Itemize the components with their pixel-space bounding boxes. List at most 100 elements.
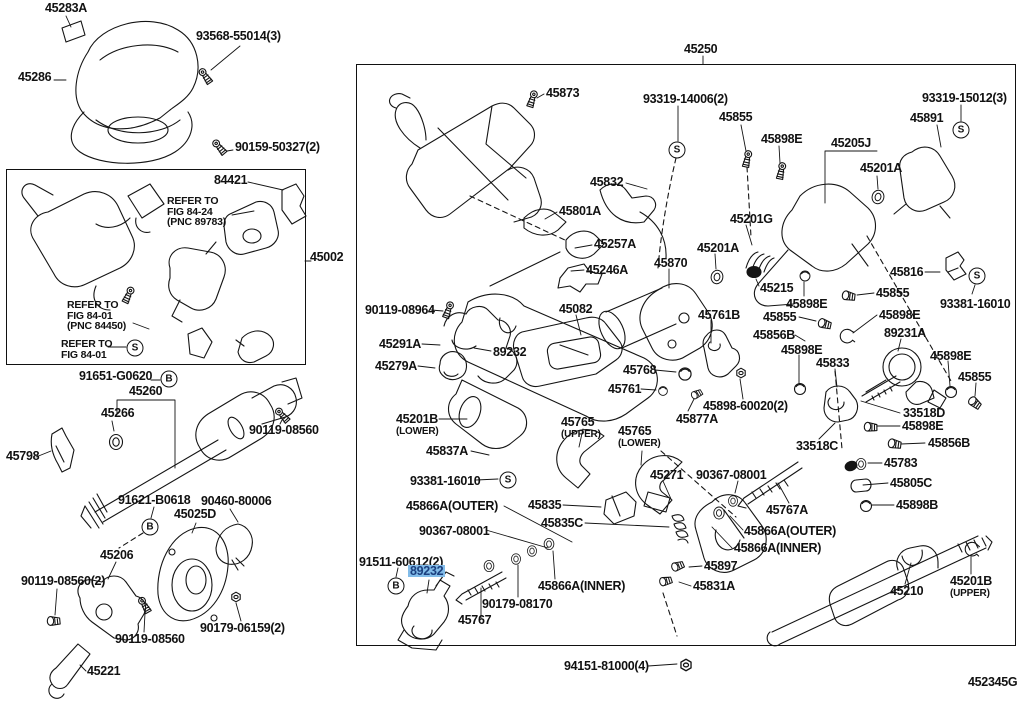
part-label-45201A-2[interactable]: 45201A: [697, 241, 739, 255]
part-label-33518D[interactable]: 33518D: [903, 406, 945, 420]
part-label-90159-50327-2[interactable]: 90159-50327(2): [235, 140, 320, 154]
part-label-45833[interactable]: 45833: [816, 356, 850, 370]
part-label-45246A[interactable]: 45246A: [586, 263, 628, 277]
part-label-45831A[interactable]: 45831A: [693, 579, 735, 593]
part-label-45765-upper[interactable]: 45765(UPPER): [561, 415, 601, 440]
part-label-45798[interactable]: 45798: [6, 449, 40, 463]
part-label-45205J[interactable]: 45205J: [831, 136, 871, 150]
part-label-45856B-1[interactable]: 45856B: [753, 328, 795, 342]
part-label-45897[interactable]: 45897: [704, 559, 738, 573]
part-label-45898-60020-2[interactable]: 45898-60020(2): [703, 399, 788, 413]
part-label-89232-selected[interactable]: 89232: [408, 564, 446, 578]
part-label-90119-08964[interactable]: 90119-08964: [365, 303, 435, 317]
circled-letter-s-93319-15012: S: [952, 121, 970, 139]
part-label-45082[interactable]: 45082: [559, 302, 593, 316]
part-label-45866A-inner-r[interactable]: 45866A(INNER): [734, 541, 822, 555]
part-label-45210[interactable]: 45210: [890, 584, 924, 598]
part-label-93319-15012-3[interactable]: 93319-15012(3): [922, 91, 1007, 105]
part-label-93319-14006-2[interactable]: 93319-14006(2): [643, 92, 728, 106]
part-label-90367-08001-r[interactable]: 90367-08001: [696, 468, 767, 482]
part-label-45877A[interactable]: 45877A: [676, 412, 718, 426]
part-label-45898E-1[interactable]: 45898E: [761, 132, 803, 146]
column-center-art: [438, 283, 947, 493]
part-label-45250[interactable]: 45250: [684, 42, 718, 56]
part-label-45898B[interactable]: 45898B: [896, 498, 938, 512]
part-label-45201G[interactable]: 45201G: [730, 212, 773, 226]
part-label-45898E-4[interactable]: 45898E: [781, 343, 823, 357]
part-label-90179-08170[interactable]: 90179-08170: [482, 597, 553, 611]
part-label-45856B-2[interactable]: 45856B: [928, 436, 970, 450]
part-label-94151-81000-4[interactable]: 94151-81000(4): [564, 659, 649, 673]
part-label-45873[interactable]: 45873: [546, 86, 580, 100]
part-label-45891[interactable]: 45891: [910, 111, 944, 125]
part-label-45866A-outer-r[interactable]: 45866A(OUTER): [744, 524, 836, 538]
part-label-45279A[interactable]: 45279A: [375, 359, 417, 373]
circled-letter-s-93381-left: S: [499, 471, 517, 489]
part-label-45201B-lower[interactable]: 45201B(LOWER): [396, 412, 439, 437]
part-label-45805C[interactable]: 45805C: [890, 476, 932, 490]
part-label-45765-lower[interactable]: 45765(LOWER): [618, 424, 661, 449]
part-label-45761[interactable]: 45761: [608, 382, 642, 396]
part-label-45898E-6[interactable]: 45898E: [902, 419, 944, 433]
part-label-45206[interactable]: 45206: [100, 548, 134, 562]
part-label-45271[interactable]: 45271: [650, 468, 684, 482]
part-label-91651-G0620[interactable]: 91651-G0620: [79, 369, 153, 383]
part-label-90119-08560-2[interactable]: 90119-08560(2): [21, 574, 106, 588]
part-label-90119-08560-a[interactable]: 90119-08560: [249, 423, 319, 437]
part-label-45866A-inner-c[interactable]: 45866A(INNER): [538, 579, 626, 593]
part-label-84421[interactable]: 84421: [214, 173, 248, 187]
part-label-45266[interactable]: 45266: [101, 406, 135, 420]
part-label-45257A[interactable]: 45257A: [594, 237, 636, 251]
part-label-45898E-2[interactable]: 45898E: [786, 297, 828, 311]
part-label-45291A[interactable]: 45291A: [379, 337, 421, 351]
main-shaft-art: [50, 377, 303, 529]
part-label-45816[interactable]: 45816: [890, 265, 924, 279]
column-upper-art: [388, 93, 967, 307]
part-label-45025D[interactable]: 45025D: [174, 507, 216, 521]
steering-column-cover-art: [61, 20, 199, 164]
part-label-93381-16010-l[interactable]: 93381-16010: [410, 474, 481, 488]
part-label-45283A[interactable]: 45283A: [45, 1, 87, 15]
part-label-45002[interactable]: 45002: [310, 250, 344, 264]
part-label-45835[interactable]: 45835: [528, 498, 562, 512]
part-label-45855-3[interactable]: 45855: [763, 310, 797, 324]
part-label-90367-08001-l[interactable]: 90367-08001: [419, 524, 490, 538]
part-label-45260[interactable]: 45260: [129, 384, 163, 398]
lower-joint-art: [48, 523, 253, 699]
part-label-93568-55014-3[interactable]: 93568-55014(3): [196, 29, 281, 43]
part-label-45221[interactable]: 45221: [87, 664, 121, 678]
part-label-45801A[interactable]: 45801A: [559, 204, 601, 218]
part-label-45855-2[interactable]: 45855: [876, 286, 910, 300]
part-label-89231A[interactable]: 89231A: [884, 326, 926, 340]
part-label-45768[interactable]: 45768: [623, 363, 657, 377]
part-label-90179-06159-2[interactable]: 90179-06159(2): [200, 621, 285, 635]
part-label-45767[interactable]: 45767: [458, 613, 492, 627]
part-label-45870[interactable]: 45870: [654, 256, 688, 270]
part-label-45866A-outer-l[interactable]: 45866A(OUTER): [406, 499, 498, 513]
part-label-45286[interactable]: 45286: [18, 70, 52, 84]
part-label-89232-plain[interactable]: 89232: [493, 345, 527, 359]
part-label-45832[interactable]: 45832: [590, 175, 624, 189]
part-label-45898E-5[interactable]: 45898E: [930, 349, 972, 363]
part-label-93381-16010-r[interactable]: 93381-16010: [940, 297, 1011, 311]
part-label-45837A[interactable]: 45837A: [426, 444, 468, 458]
part-label-91621-B0618[interactable]: 91621-B0618: [118, 493, 191, 507]
part-label-45855-1[interactable]: 45855: [719, 110, 753, 124]
main-assembly-box: [356, 64, 1016, 646]
part-label-45767A[interactable]: 45767A: [766, 503, 808, 517]
part-label-45215[interactable]: 45215: [760, 281, 794, 295]
part-label-45835C[interactable]: 45835C: [541, 516, 583, 530]
part-label-45855-4[interactable]: 45855: [958, 370, 992, 384]
circled-letter-s-refer-84-01: S: [126, 339, 144, 357]
part-label-45898E-3[interactable]: 45898E: [879, 308, 921, 322]
part-label-45783[interactable]: 45783: [884, 456, 918, 470]
part-label-45201B-upper[interactable]: 45201B(UPPER): [950, 574, 992, 599]
part-label-45761B[interactable]: 45761B: [698, 308, 740, 322]
part-label-33518C[interactable]: 33518C: [796, 439, 838, 453]
part-label-90460-80006[interactable]: 90460-80006: [201, 494, 272, 508]
part-label-45201A-1[interactable]: 45201A: [860, 161, 902, 175]
part-label-452345G: 452345G: [968, 675, 1018, 689]
part-label-90119-08560-b[interactable]: 90119-08560: [115, 632, 185, 646]
